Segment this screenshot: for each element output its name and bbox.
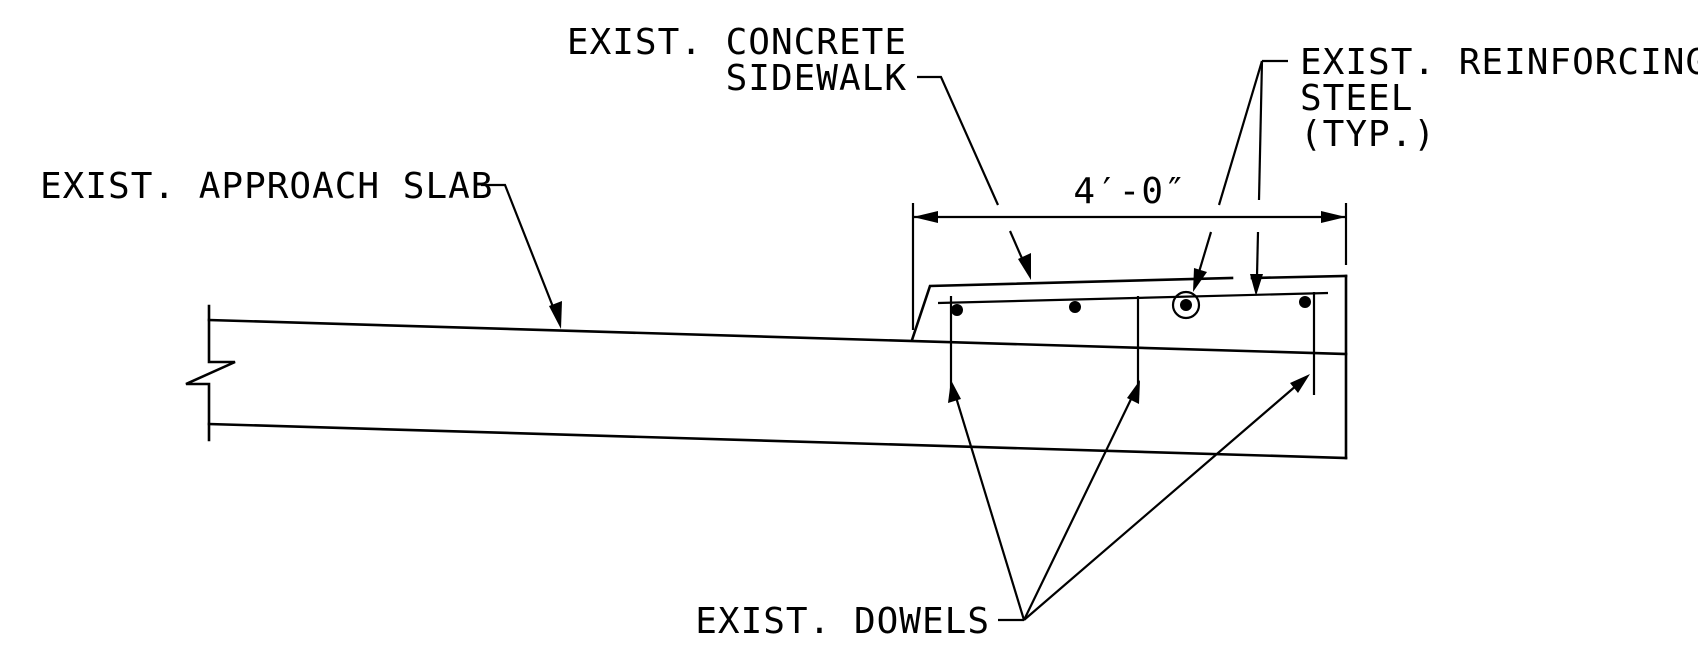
sidewalk-top-right <box>1250 274 1348 280</box>
leader-dowels <box>948 374 1310 622</box>
leader-arrow <box>1018 253 1031 280</box>
leader-line <box>953 393 1026 621</box>
rebar-callout-circle <box>1171 290 1201 320</box>
label-steel-line2: STEEL <box>1300 78 1413 119</box>
concrete-sidewalk <box>910 274 1348 342</box>
label-sidewalk-line1: EXIST. CONCRETE <box>567 22 907 63</box>
leader-arrow <box>1250 274 1263 296</box>
dimension-arrow-left <box>913 211 938 223</box>
leader-arrow <box>1290 374 1310 393</box>
break-line <box>185 304 236 442</box>
slab-top-edge <box>207 318 1348 356</box>
rebar-dot <box>951 304 963 316</box>
slab-bottom-edge <box>207 422 1348 460</box>
rebar-dot <box>1299 296 1311 308</box>
label-approach-slab: EXIST. APPROACH SLAB <box>40 166 493 207</box>
leader-line-a <box>1217 60 1264 206</box>
leader-sidewalk <box>917 75 1031 280</box>
approach-slab <box>185 274 1348 460</box>
rebar-longitudinal <box>937 291 1329 305</box>
dimension-4ft: 4′-0″ <box>911 171 1348 330</box>
dimension-text: 4′-0″ <box>1073 171 1186 212</box>
leader-arrow <box>549 301 562 329</box>
leader-line-b <box>1257 60 1264 201</box>
leader-line <box>481 183 559 318</box>
leader-line-b-continued <box>1255 231 1260 277</box>
rebar-dot <box>1069 301 1081 313</box>
leader-approach-slab <box>481 183 562 329</box>
label-dowels: EXIST. DOWELS <box>695 601 990 642</box>
leader-reinforcing-steel <box>1193 59 1288 296</box>
label-steel-line3: (TYP.) <box>1300 114 1436 155</box>
rebar-dot <box>1180 299 1192 311</box>
leader-arrow <box>948 380 961 403</box>
sidewalk-outline <box>910 276 1234 342</box>
reinforcing-steel <box>937 290 1329 320</box>
leader-arrow <box>1127 380 1140 404</box>
label-steel-line1: EXIST. REINFORCING <box>1300 42 1698 83</box>
dimension-arrow-right <box>1321 211 1346 223</box>
dowels <box>949 292 1316 395</box>
label-sidewalk-line2: SIDEWALK <box>726 58 907 99</box>
leader-line <box>1023 394 1134 621</box>
leader-line <box>917 75 1000 206</box>
leader-line-a-continued <box>1197 231 1213 273</box>
leader-line <box>1023 384 1298 621</box>
leader-arrow <box>1193 268 1207 292</box>
